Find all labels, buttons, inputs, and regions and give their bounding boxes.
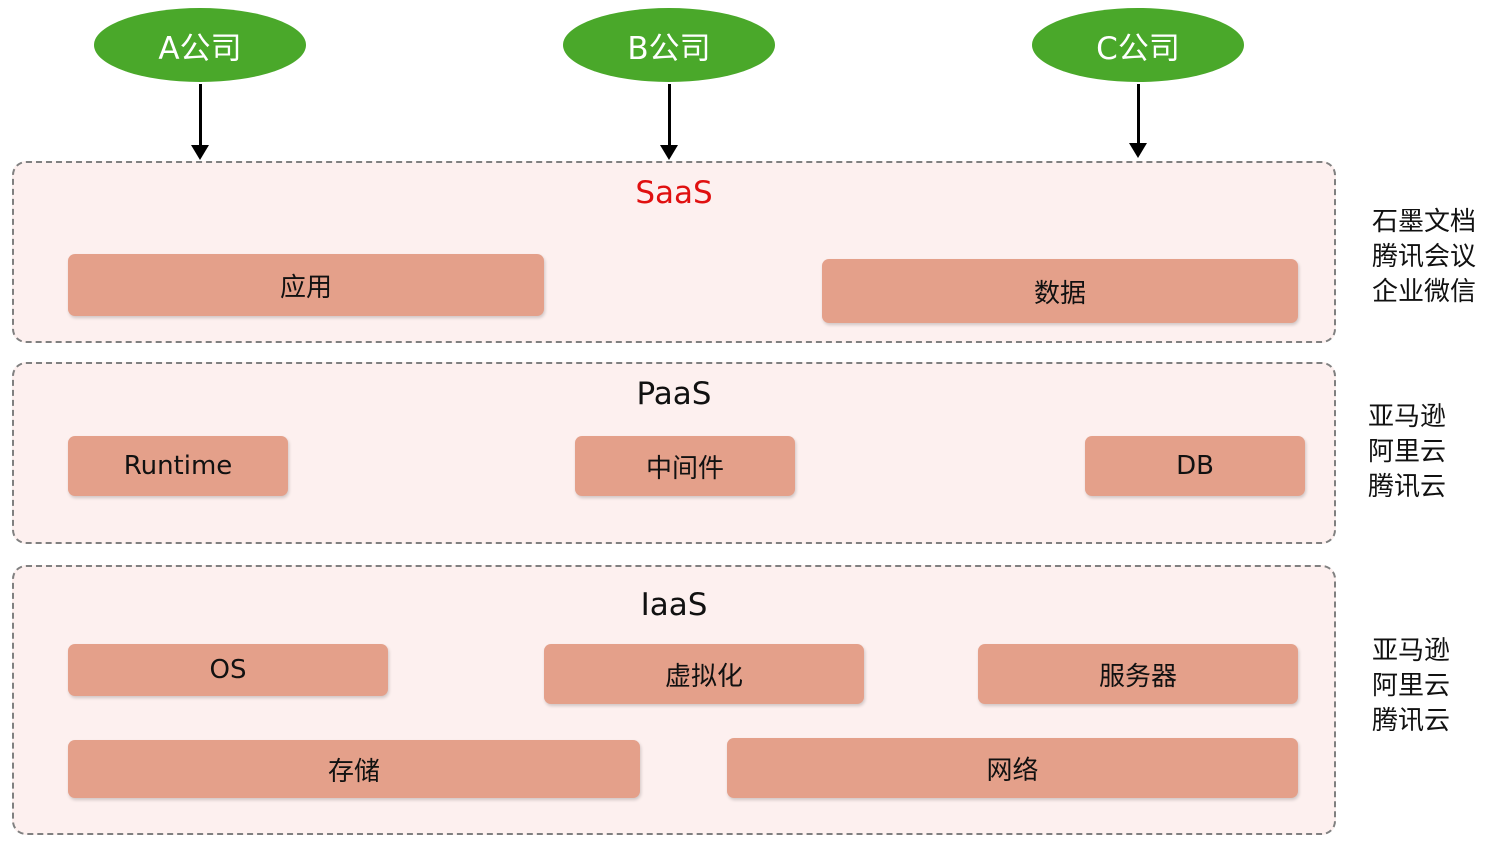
iaas-provider-3: 腾讯云 <box>1372 706 1451 736</box>
iaas-box-virtualization: 虚拟化 <box>544 644 864 704</box>
saas-title: SaaS <box>635 175 713 211</box>
iaas-provider-1: 亚马逊 <box>1372 636 1451 666</box>
arrow-c-line <box>1137 84 1140 144</box>
saas-box-data: 数据 <box>822 259 1298 323</box>
iaas-box-storage: 存储 <box>68 740 640 798</box>
paas-provider-3: 腾讯云 <box>1368 472 1447 502</box>
saas-provider-3: 企业微信 <box>1372 277 1477 307</box>
arrow-a-head <box>191 145 209 160</box>
saas-provider-1: 石墨文档 <box>1372 207 1477 237</box>
paas-title: PaaS <box>636 376 712 412</box>
paas-provider-1: 亚马逊 <box>1368 402 1447 432</box>
company-b: B公司 <box>563 8 775 82</box>
iaas-title: IaaS <box>640 587 708 623</box>
arrow-c-head <box>1129 143 1147 158</box>
iaas-provider-2: 阿里云 <box>1372 671 1451 701</box>
iaas-box-server: 服务器 <box>978 644 1298 704</box>
paas-providers: 亚马逊 阿里云 腾讯云 <box>1368 400 1446 505</box>
arrow-b-head <box>660 145 678 160</box>
company-c: C公司 <box>1032 8 1244 82</box>
paas-box-middleware: 中间件 <box>575 436 795 496</box>
iaas-box-os: OS <box>68 644 388 696</box>
paas-box-db: DB <box>1085 436 1305 496</box>
company-a: A公司 <box>94 8 306 82</box>
iaas-box-network: 网络 <box>727 738 1298 798</box>
iaas-providers: 亚马逊 阿里云 腾讯云 <box>1372 634 1450 739</box>
saas-provider-2: 腾讯会议 <box>1372 242 1477 272</box>
saas-providers: 石墨文档 腾讯会议 企业微信 <box>1372 205 1476 310</box>
paas-box-runtime: Runtime <box>68 436 288 496</box>
arrow-a-line <box>199 84 202 146</box>
paas-provider-2: 阿里云 <box>1368 437 1447 467</box>
arrow-b-line <box>668 84 671 146</box>
saas-box-app: 应用 <box>68 254 544 316</box>
